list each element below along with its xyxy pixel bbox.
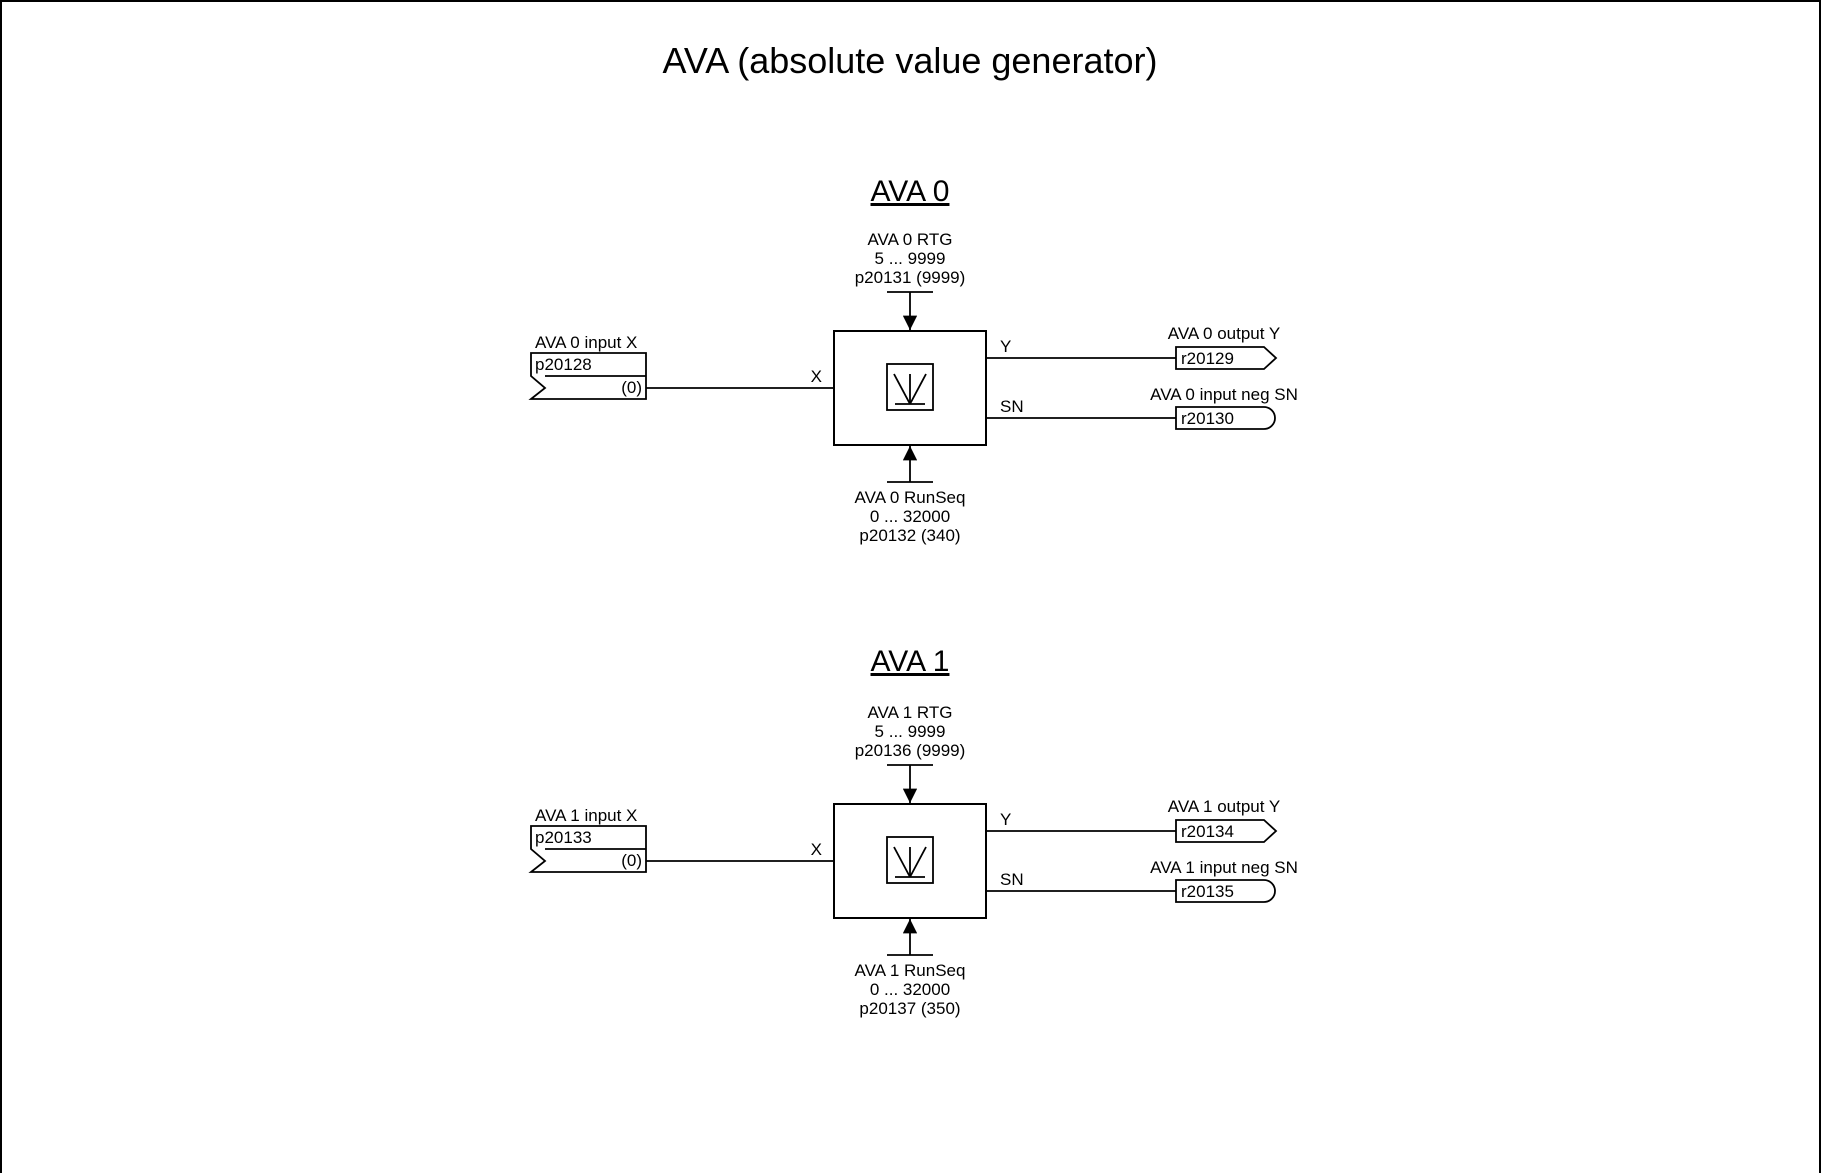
pin-y: Y	[1000, 810, 1011, 829]
input-param: p20133	[535, 828, 592, 847]
runseq-param: p20137 (350)	[859, 999, 960, 1018]
absolute-value-icon	[886, 363, 934, 411]
pin-x: X	[811, 840, 822, 859]
output-y-param: r20134	[1181, 822, 1234, 841]
block-title: AVA 0	[871, 175, 950, 208]
rtg-param: p20136 (9999)	[855, 741, 966, 760]
input-param: p20128	[535, 355, 592, 374]
output-sn-param: r20130	[1181, 409, 1234, 428]
input-connector	[528, 352, 647, 400]
diagram-title: AVA (absolute value generator)	[663, 40, 1158, 81]
ava-block-0: AVA 0 AVA 0 RTG 5 ... 9999 p20131 (9999)…	[528, 175, 1298, 545]
input-label: AVA 1 input X	[535, 806, 637, 825]
input-default: (0)	[621, 851, 642, 870]
rtg-range: 5 ... 9999	[875, 249, 946, 268]
input-connector	[528, 825, 647, 873]
output-sn-label: AVA 1 input neg SN	[1150, 858, 1298, 877]
output-y-connector	[1175, 819, 1278, 843]
input-label: AVA 0 input X	[535, 333, 637, 352]
pin-x: X	[811, 367, 822, 386]
runseq-param: p20132 (340)	[859, 526, 960, 545]
absolute-value-icon	[886, 836, 934, 884]
input-default: (0)	[621, 378, 642, 397]
pin-sn: SN	[1000, 870, 1024, 889]
rtg-label: AVA 1 RTG	[867, 703, 952, 722]
output-y-connector	[1175, 346, 1278, 370]
output-y-label: AVA 0 output Y	[1168, 324, 1280, 343]
rtg-param: p20131 (9999)	[855, 268, 966, 287]
runseq-range: 0 ... 32000	[870, 507, 950, 526]
output-y-param: r20129	[1181, 349, 1234, 368]
pin-sn: SN	[1000, 397, 1024, 416]
pin-y: Y	[1000, 337, 1011, 356]
output-sn-param: r20135	[1181, 882, 1234, 901]
output-y-label: AVA 1 output Y	[1168, 797, 1280, 816]
output-sn-connector	[1175, 879, 1276, 903]
runseq-label: AVA 1 RunSeq	[855, 961, 966, 980]
block-title: AVA 1	[871, 645, 950, 678]
runseq-label: AVA 0 RunSeq	[855, 488, 966, 507]
output-sn-connector	[1175, 406, 1276, 430]
ava-block-1: AVA 1 AVA 1 RTG 5 ... 9999 p20136 (9999)…	[528, 645, 1298, 1018]
rtg-label: AVA 0 RTG	[867, 230, 952, 249]
runseq-range: 0 ... 32000	[870, 980, 950, 999]
rtg-range: 5 ... 9999	[875, 722, 946, 741]
output-sn-label: AVA 0 input neg SN	[1150, 385, 1298, 404]
